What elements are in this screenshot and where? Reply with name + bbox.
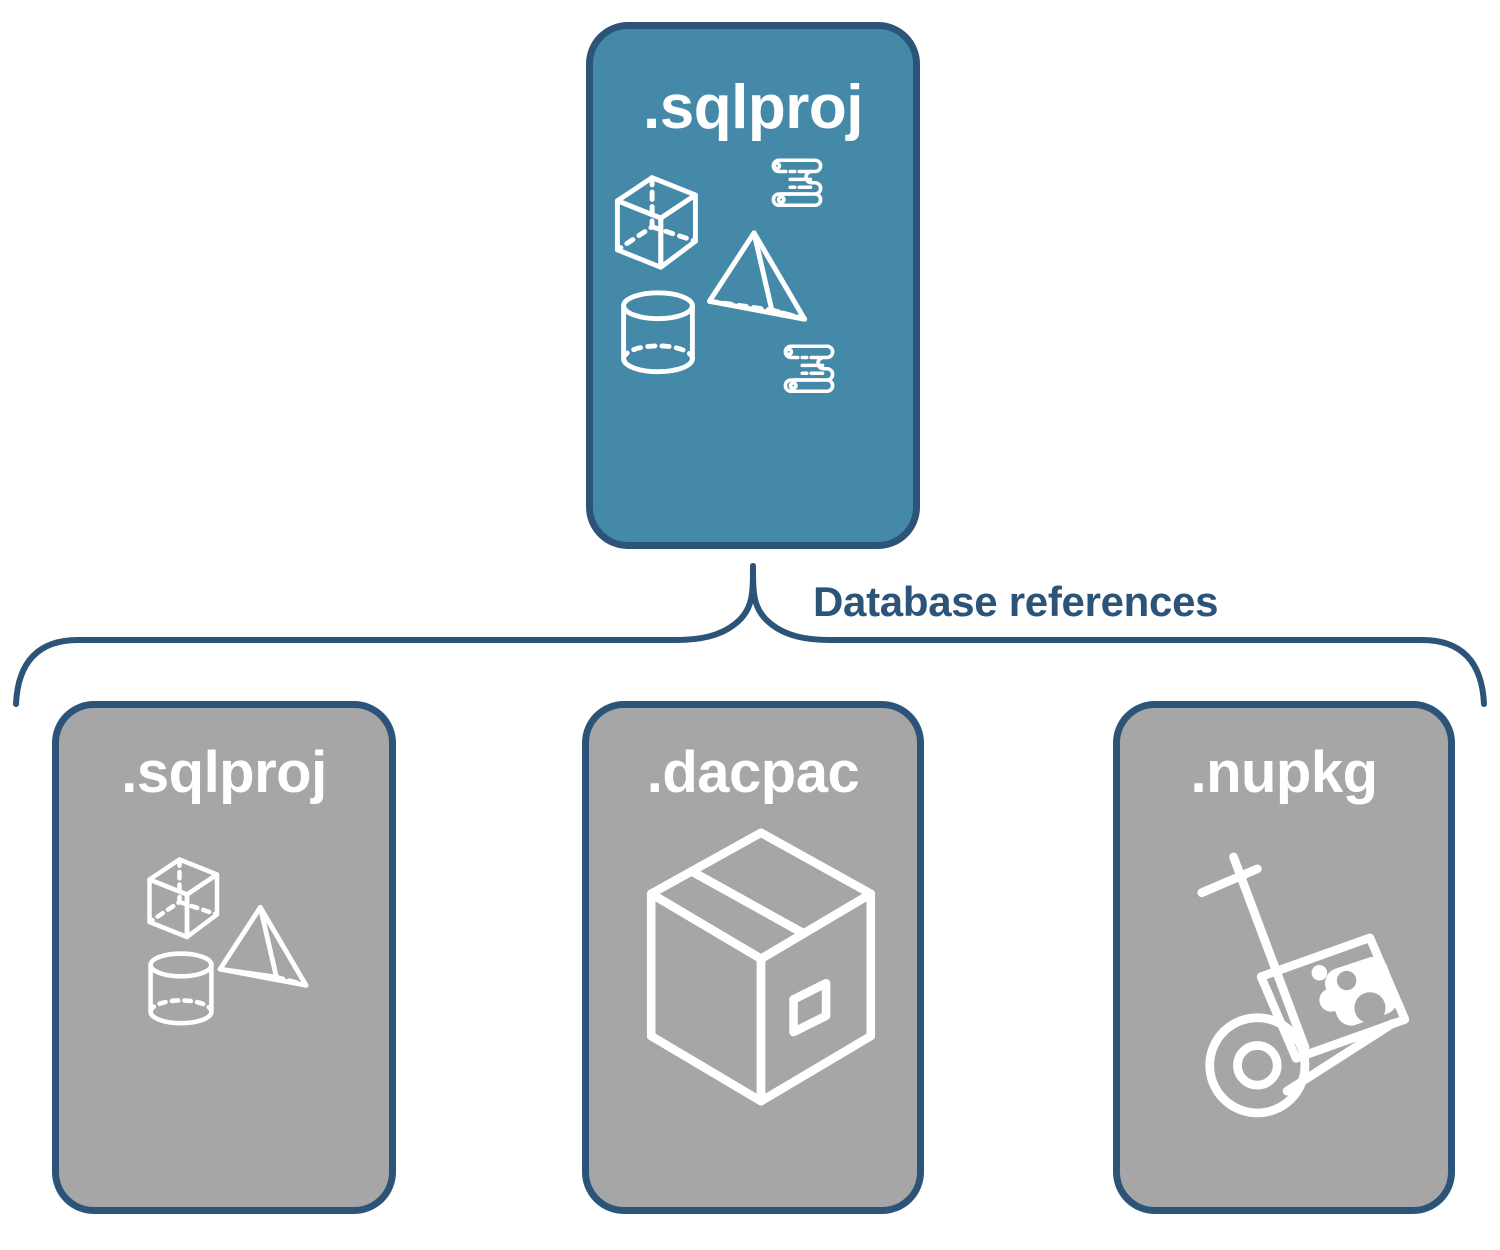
- pyramid-icon: [706, 230, 808, 322]
- root-icon-group: [593, 139, 913, 542]
- card-title: .sqlproj: [643, 73, 863, 142]
- card-title: .nupkg: [1190, 740, 1378, 805]
- connector-label: Database references: [813, 578, 1219, 625]
- cube-icon: [614, 175, 698, 270]
- hand-truck-icon: [1197, 852, 1397, 1118]
- scroll-icon: [783, 344, 835, 394]
- nuget-package-icon: [1256, 933, 1410, 1063]
- nupkg-icon-group: [1120, 802, 1448, 1207]
- pyramid-icon: [217, 904, 309, 988]
- cube-icon: [147, 857, 220, 940]
- card-root-sqlproj[interactable]: .sqlproj: [586, 22, 920, 549]
- dacpac-icon-group: [589, 802, 917, 1207]
- card-title: .dacpac: [646, 740, 860, 805]
- card-title: .sqlproj: [121, 740, 327, 805]
- card-ref-dacpac[interactable]: .dacpac: [582, 701, 924, 1214]
- brace-bracket: [13, 563, 1487, 707]
- sqlproj-icon-group: [59, 802, 389, 1207]
- scroll-icon: [771, 158, 823, 208]
- cylinder-icon: [621, 290, 695, 375]
- cylinder-icon: [148, 951, 214, 1026]
- card-ref-sqlproj[interactable]: .sqlproj: [52, 701, 396, 1214]
- shipping-box-icon: [646, 828, 876, 1106]
- card-ref-nupkg[interactable]: .nupkg: [1113, 701, 1455, 1214]
